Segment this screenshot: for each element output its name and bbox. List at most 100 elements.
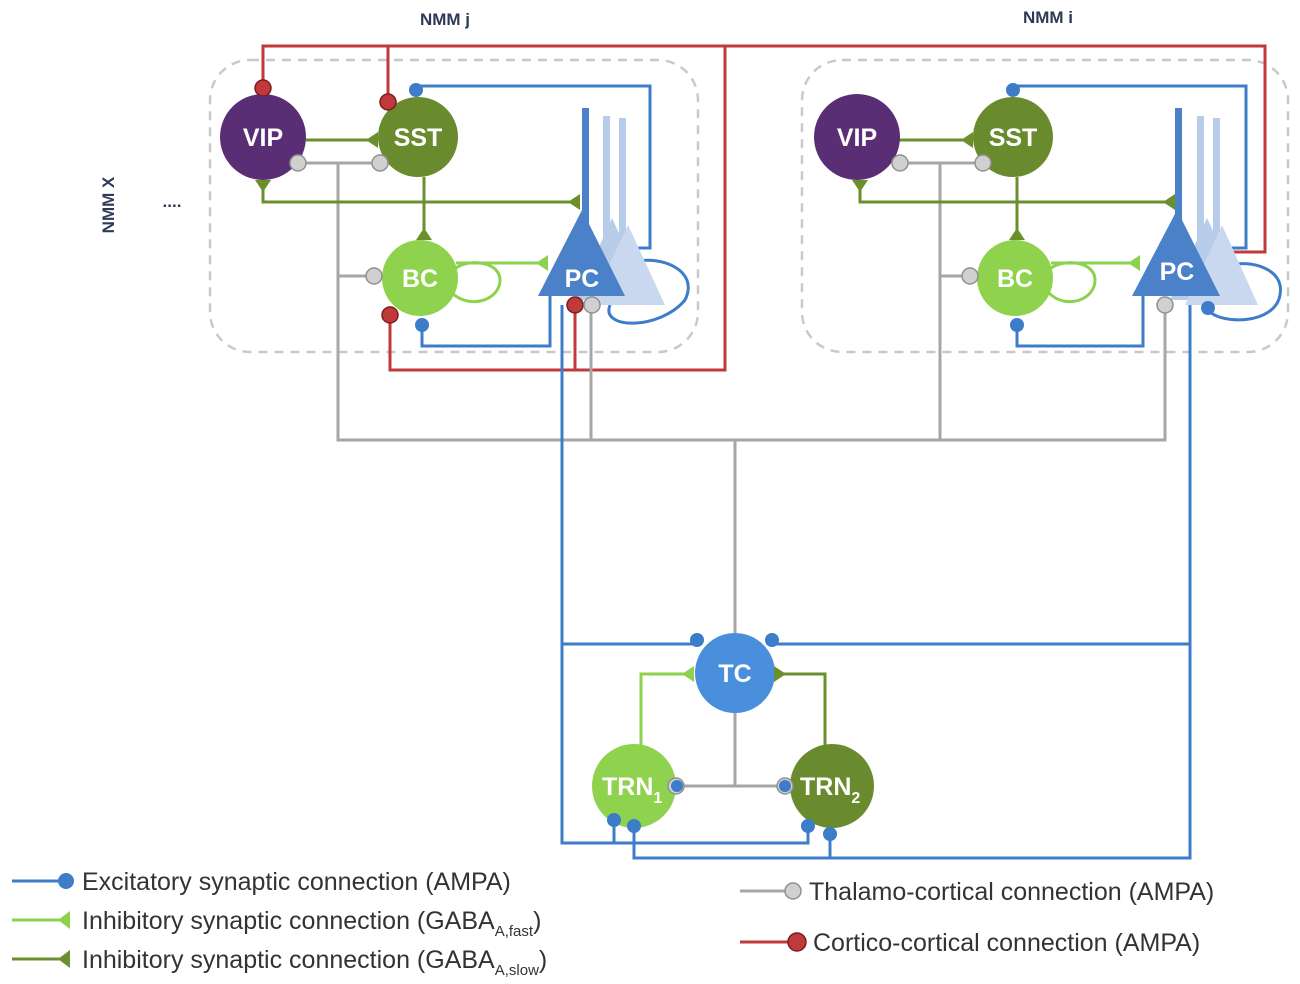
node-trn2: TRN2 — [790, 744, 874, 828]
excitatory-synapse — [415, 318, 429, 332]
svg-text:TRN2: TRN2 — [800, 773, 860, 807]
node-vip-i: VIP — [814, 94, 900, 180]
excitatory-synapse — [607, 813, 621, 827]
inhib-slow-head — [568, 194, 580, 210]
node-pc-i: PC — [1160, 258, 1195, 286]
excitatory-synapse — [801, 819, 815, 833]
pc-i-faded-dendrite-1 — [1197, 116, 1204, 302]
pc-i-dendrites — [1132, 108, 1258, 305]
thalamo-bus-j — [336, 163, 735, 442]
nmm-j-box — [208, 58, 700, 354]
pc-j-faded-dendrite-2 — [619, 118, 626, 304]
exc-trn2-left — [614, 827, 810, 845]
excitatory-synapse — [409, 83, 423, 97]
excitatory-synapse — [671, 780, 683, 792]
legend-inhibitory-fast: Inhibitory synaptic connection (GABAA,fa… — [12, 907, 541, 940]
exc-i-pc-self — [1206, 262, 1282, 322]
svg-text:Cortico-cortical connection (A: Cortico-cortical connection (AMPA) — [813, 929, 1200, 957]
thalamo-synapse — [961, 267, 979, 285]
excitatory-synapse — [1006, 83, 1020, 97]
thalamo-tc-trn — [677, 700, 783, 788]
svg-text:Thalamo-cortical connection (A: Thalamo-cortical connection (AMPA) — [809, 878, 1214, 906]
svg-text:TC: TC — [718, 660, 751, 688]
inhib-slow-head — [852, 180, 868, 192]
legend-thalamo-cortical: Thalamo-cortical connection (AMPA) — [740, 878, 1214, 906]
pc-j-dendrite — [582, 108, 589, 294]
exc-j-pc-self — [607, 258, 690, 325]
exc-trn-cross — [632, 827, 830, 860]
inhib-fast-i-bc-self — [1047, 261, 1097, 304]
exc-i-thal — [828, 300, 1192, 860]
svg-text:VIP: VIP — [243, 124, 283, 152]
pc-j-soma — [538, 210, 625, 296]
svg-text:Excitatory synaptic connection: Excitatory synaptic connection (AMPA) — [82, 868, 511, 896]
excitatory-synapse — [779, 780, 791, 792]
synapse-markers — [254, 79, 1215, 841]
nmm-i-box — [800, 58, 1290, 354]
inhib-slow-head — [1009, 228, 1025, 240]
inhibitory-heads — [255, 132, 1175, 682]
svg-text:TRN1: TRN1 — [602, 773, 662, 807]
inhib-fast-head — [1128, 255, 1140, 271]
inhib-slow-head — [255, 180, 271, 192]
svg-text:SST: SST — [394, 124, 443, 152]
thalamo-synapse — [891, 154, 909, 172]
cortico-synapse — [379, 93, 397, 111]
excitatory-synapse — [765, 633, 779, 647]
inhib-slow-j-sst-pc — [261, 180, 580, 204]
node-bc-j: BC — [382, 240, 458, 316]
cortico-synapse — [566, 296, 584, 314]
ellipsis-label: .... — [163, 192, 182, 211]
thalamo-synapse — [1156, 296, 1174, 314]
excitatory-synapse — [690, 633, 704, 647]
inhibitory-fast-connections — [450, 261, 1140, 748]
excitatory-synapse — [1201, 301, 1215, 315]
thalamo-synapse — [974, 154, 992, 172]
exc-j-thal — [560, 305, 616, 845]
legend-inhibitory-slow: Inhibitory synaptic connection (GABAA,sl… — [12, 946, 547, 979]
svg-text:Inhibitory synaptic connection: Inhibitory synaptic connection (GABAA,fa… — [82, 907, 541, 940]
inhib-slow-head — [1163, 194, 1175, 210]
svg-text:SST: SST — [989, 124, 1038, 152]
legend-cortico-cortical: Cortico-cortical connection (AMPA) — [740, 929, 1200, 957]
svg-text:Inhibitory synaptic connection: Inhibitory synaptic connection (GABAA,sl… — [82, 946, 547, 979]
svg-text:BC: BC — [402, 265, 438, 293]
inhib-slow-trn2-tc — [774, 672, 827, 748]
exc-i-pc-bc — [1015, 296, 1145, 348]
cortico-synapse — [254, 79, 272, 97]
node-sst-i: SST — [973, 97, 1053, 177]
node-vip-j: VIP — [220, 94, 306, 180]
legend-excitatory: Excitatory synaptic connection (AMPA) — [12, 868, 511, 896]
exc-j-pc-bc — [420, 296, 552, 348]
nmm-i-title: NMM i — [1023, 8, 1073, 27]
inhib-slow-head — [416, 228, 432, 240]
svg-text:VIP: VIP — [837, 124, 877, 152]
pc-i-dendrite — [1175, 108, 1182, 294]
thalamo-synapse — [289, 154, 307, 172]
thalamo-bus-i — [735, 305, 1167, 442]
thalamo-synapse — [371, 154, 389, 172]
cortico-j-loop — [386, 46, 727, 372]
thalamo-synapse — [365, 267, 383, 285]
exc-j-pc-sst — [414, 84, 652, 250]
inhib-slow-head — [366, 132, 378, 148]
inhib-fast-trn1-tc — [639, 672, 694, 748]
nmm-x-label: NMM X — [99, 176, 118, 233]
node-trn1: TRN1 — [592, 744, 676, 828]
svg-text:PC: PC — [1160, 258, 1195, 286]
inhib-slow-head — [961, 132, 973, 148]
exc-i-pc-sst — [1011, 84, 1248, 250]
node-sst-j: SST — [378, 97, 458, 177]
legend: Excitatory synaptic connection (AMPA) In… — [12, 868, 1214, 979]
node-bc-i: BC — [977, 240, 1053, 316]
excitatory-synapse — [823, 827, 837, 841]
thalamo-cortical-connections — [298, 161, 1167, 788]
svg-text:BC: BC — [997, 265, 1033, 293]
nmm-j-title: NMM j — [420, 10, 470, 29]
inhib-fast-head — [682, 666, 694, 682]
pc-j-faded-dendrite-1 — [603, 116, 610, 302]
inhib-slow-head — [774, 666, 786, 682]
cortico-synapse — [381, 306, 399, 324]
node-pc-j: PC — [565, 265, 600, 293]
